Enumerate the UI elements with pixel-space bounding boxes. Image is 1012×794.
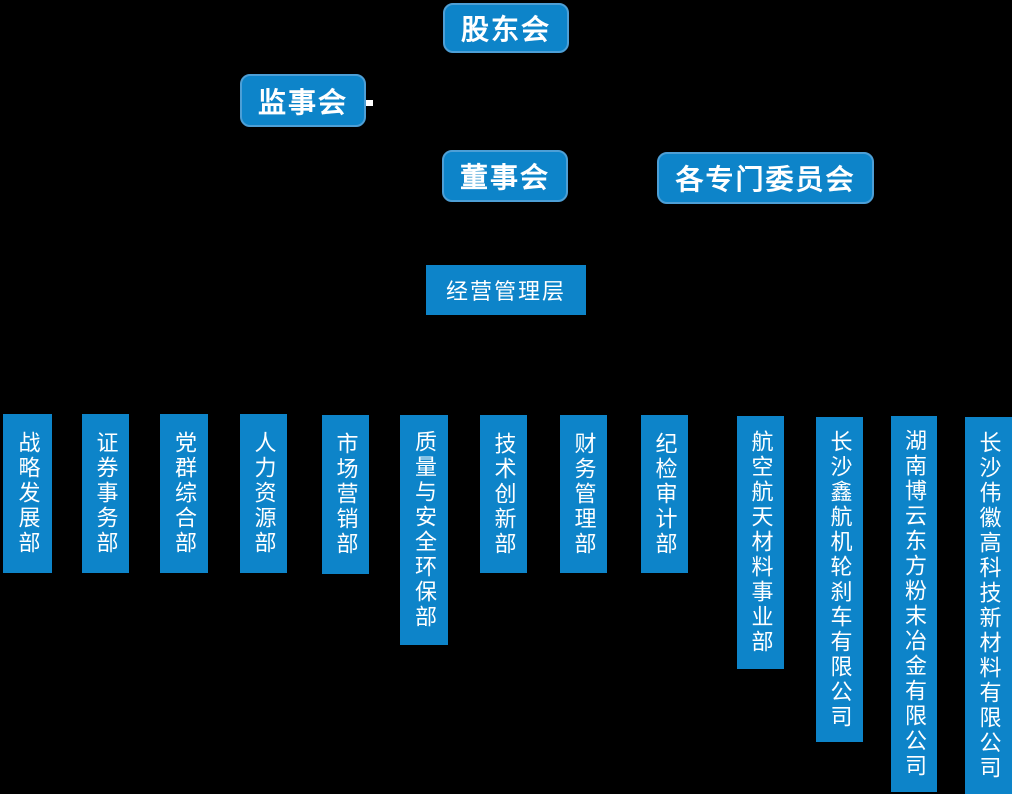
node-supervisory-board: 监事会 — [240, 74, 366, 127]
dept-box: 证券事务部 — [82, 414, 129, 573]
dept-box: 市场营销部 — [322, 415, 369, 574]
connector-line-fragment — [366, 100, 373, 106]
dept-box: 战略发展部 — [3, 414, 52, 573]
subsidiary-label: 湖南博云东方粉末冶金有限公司 — [902, 429, 927, 779]
subsidiary-box: 湖南博云东方粉末冶金有限公司 — [891, 416, 937, 792]
dept-box: 技术创新部 — [480, 415, 527, 573]
dept-box: 党群综合部 — [160, 414, 208, 573]
dept-box: 质量与安全环保部 — [400, 415, 448, 645]
dept-box: 纪检审计部 — [641, 415, 688, 573]
subsidiary-label: 长沙伟徽高科技新材料有限公司 — [976, 431, 1002, 781]
dept-label: 党群综合部 — [172, 431, 197, 556]
dept-box: 财务管理部 — [560, 415, 607, 573]
dept-label: 财务管理部 — [571, 431, 597, 557]
dept-label: 航空航天材料事业部 — [748, 430, 774, 655]
node-shareholders-meeting: 股东会 — [443, 3, 569, 53]
dept-label: 证券事务部 — [93, 431, 119, 556]
node-special-committees: 各专门委员会 — [657, 152, 874, 204]
subsidiary-box: 长沙伟徽高科技新材料有限公司 — [965, 417, 1012, 794]
subsidiary-box: 长沙鑫航机轮刹车有限公司 — [816, 417, 863, 742]
node-board-of-directors: 董事会 — [442, 150, 568, 202]
dept-label: 人力资源部 — [251, 431, 277, 556]
dept-box: 航空航天材料事业部 — [737, 416, 784, 669]
node-management-team: 经营管理层 — [426, 265, 586, 315]
dept-label: 纪检审计部 — [652, 431, 678, 557]
dept-box: 人力资源部 — [240, 414, 287, 573]
dept-label: 市场营销部 — [333, 432, 359, 557]
dept-label: 技术创新部 — [491, 431, 517, 557]
subsidiary-label: 长沙鑫航机轮刹车有限公司 — [827, 429, 853, 730]
dept-label: 战略发展部 — [15, 431, 41, 556]
dept-label: 质量与安全环保部 — [412, 430, 437, 630]
